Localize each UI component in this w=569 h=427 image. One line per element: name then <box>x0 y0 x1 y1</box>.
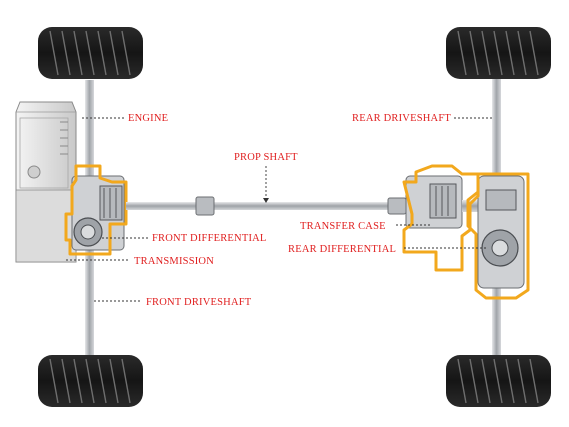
rear-differential-assembly <box>477 175 525 289</box>
label-engine: ENGINE <box>128 113 168 124</box>
engine-block <box>15 101 77 263</box>
front-unit-highlight <box>64 164 128 256</box>
tire-front-top <box>38 27 143 79</box>
tire-front-bottom <box>38 355 143 407</box>
label-rear-differential: REAR DIFFERENTIAL <box>288 244 396 255</box>
label-transfer-case: TRANSFER CASE <box>300 221 386 232</box>
label-front-driveshaft: FRONT DRIVESHAFT <box>146 297 252 308</box>
transfer-case-assembly <box>405 175 482 229</box>
prop-shaft <box>126 202 406 210</box>
transmission-assembly <box>71 175 125 251</box>
label-transmission: TRANSMISSION <box>134 256 214 267</box>
tire-rear-top <box>446 27 551 79</box>
label-prop-shaft: PROP SHAFT <box>234 152 298 163</box>
prop-shaft-arrowhead <box>263 198 269 203</box>
tire-rear-bottom <box>446 355 551 407</box>
label-rear-driveshaft: REAR DRIVESHAFT <box>352 113 451 124</box>
rear-differential-highlight <box>466 172 530 300</box>
label-front-differential: FRONT DIFFERENTIAL <box>152 233 267 244</box>
